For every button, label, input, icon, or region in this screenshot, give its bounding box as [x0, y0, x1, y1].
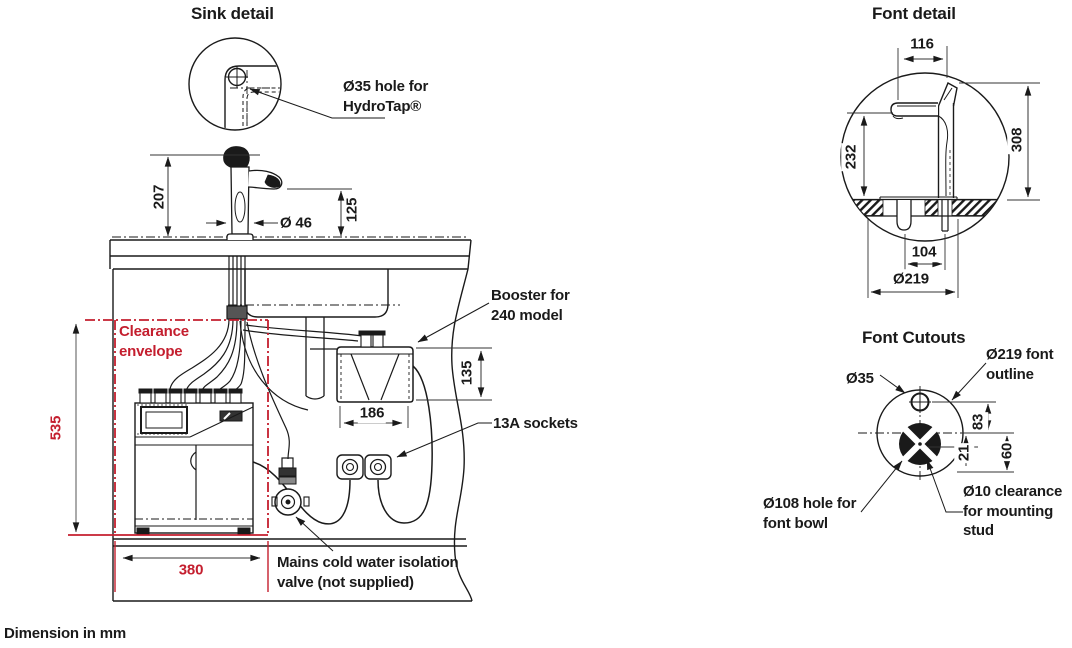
- cutout-outline-label: Ø219 font outline: [986, 346, 1054, 383]
- dimension-lines-main: [72, 154, 492, 562]
- dim-spout-height: 125: [343, 197, 361, 223]
- unit-logo: [219, 410, 243, 422]
- mounting-stud: [941, 200, 949, 232]
- sink-detail-title: Sink detail: [191, 4, 274, 23]
- dim-booster-width: 186: [357, 403, 387, 423]
- dim-clearance-width: 380: [178, 561, 204, 579]
- dim-font-spout-height: 232: [841, 142, 861, 172]
- dim-stud-offset: 60: [997, 440, 1017, 462]
- cutout-leader-lines: [860, 362, 987, 513]
- dimension-lines-font-detail: [847, 46, 1040, 298]
- cutout-bowl-label: Ø108 hole for font bowl: [763, 495, 857, 532]
- booster-power-cord: [377, 365, 433, 524]
- cutout-stud-label: Ø10 clearance for mounting stud: [963, 483, 1063, 539]
- font-spout-arm: [890, 102, 938, 117]
- sockets-label: 13A sockets: [493, 415, 578, 432]
- dim-font-overall-height: 308: [1007, 125, 1027, 155]
- clearance-envelope-box: [68, 319, 269, 592]
- dim-tap-base-dia: Ø 46: [280, 214, 312, 232]
- valve-leader-line: [295, 516, 334, 552]
- clearance-envelope-label: Clearance envelope: [119, 323, 189, 360]
- bowl-cutout: [899, 423, 941, 465]
- font-bowl: [896, 200, 912, 231]
- valve-drawing: [271, 457, 310, 516]
- unit-fittings: [138, 388, 243, 404]
- leader-lines: [295, 302, 492, 552]
- unit-display: [140, 406, 188, 434]
- tap-drawing: [223, 146, 283, 240]
- booster-feed-tubes: [242, 324, 363, 342]
- booster-leader-line: [417, 302, 490, 343]
- tube-clamp: [226, 305, 248, 320]
- cutout-tap-hole-label: Ø35: [846, 370, 874, 387]
- unit-doors: [190, 445, 197, 520]
- cabinet-drawing: [112, 268, 473, 602]
- booster-label: Booster for 240 model: [491, 287, 570, 324]
- tube-bundle-drawing: [169, 256, 363, 460]
- dim-font-spout-reach: 116: [908, 34, 936, 54]
- sink-detail-drawing: [188, 37, 385, 131]
- sockets-drawing: [252, 365, 433, 525]
- bench-drawing: [109, 236, 472, 270]
- dim-booster-height: 135: [457, 358, 477, 388]
- valve-label: Mains cold water isolation valve (not su…: [277, 554, 459, 591]
- booster-drawing: [336, 330, 414, 403]
- dim-font-bowl-to-stud: 104: [909, 242, 939, 262]
- font-cutouts-title: Font Cutouts: [862, 328, 966, 347]
- dim-tap-height: 207: [150, 184, 168, 210]
- sockets-leader-line: [396, 422, 492, 458]
- font-cutouts-drawing: [858, 362, 1014, 513]
- dim-hole-to-center: 83: [968, 411, 988, 433]
- font-detail-title: Font detail: [872, 4, 956, 23]
- dim-font-outline-dia: Ø219: [891, 269, 931, 289]
- cabinet-breakout-edge: [451, 268, 473, 602]
- dim-clearance-height: 535: [47, 415, 65, 441]
- dimension-note: Dimension in mm: [4, 625, 127, 642]
- font-detail-drawing: [840, 46, 1040, 298]
- mounting-stud-point: [918, 442, 922, 446]
- hole-for-hydrotap-label: Ø35 hole for HydroTap®: [343, 78, 429, 115]
- hole-leader-line: [249, 88, 385, 119]
- dim-center-to-stud: 21: [954, 442, 974, 464]
- mains-supply-tube: [246, 321, 290, 460]
- under-counter-unit-drawing: [134, 388, 254, 535]
- unit-power-cord: [252, 461, 351, 525]
